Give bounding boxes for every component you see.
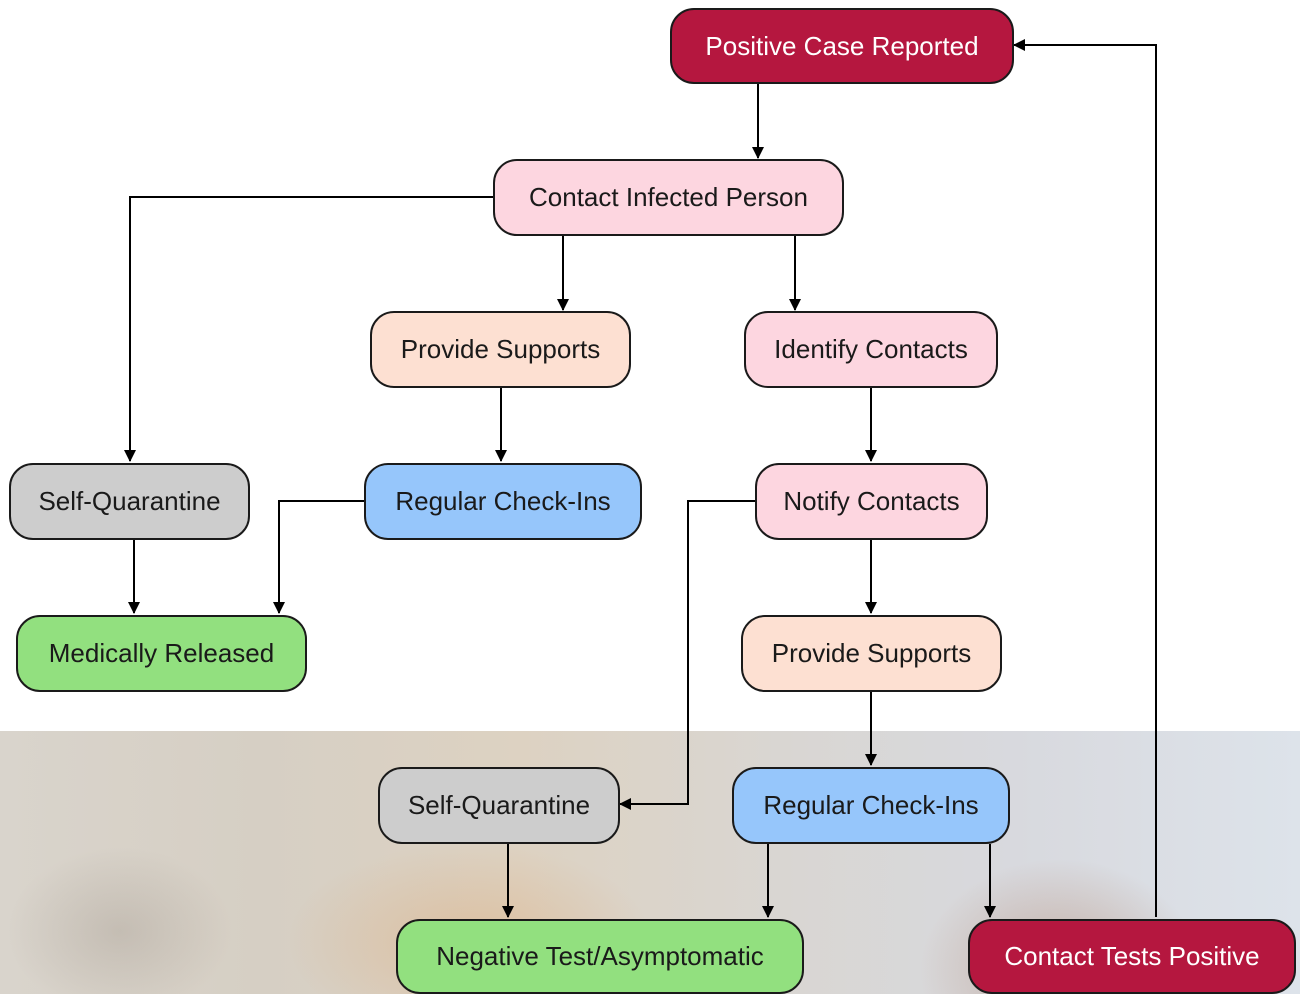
- node-negative-test-asymptomatic: Negative Test/Asymptomatic: [396, 919, 804, 994]
- node-contact-tests-positive: Contact Tests Positive: [968, 919, 1296, 994]
- node-provide-supports-1: Provide Supports: [370, 311, 631, 388]
- edge-contact-to-self-quarantine-1: [124, 196, 493, 462]
- node-regular-check-ins-2: Regular Check-Ins: [732, 767, 1010, 844]
- node-identify-contacts: Identify Contacts: [744, 311, 998, 388]
- node-provide-supports-2: Provide Supports: [741, 615, 1002, 692]
- edge-tests-positive-to-positive-case: [1013, 39, 1157, 917]
- node-medically-released: Medically Released: [16, 615, 307, 692]
- node-notify-contacts: Notify Contacts: [755, 463, 988, 540]
- node-regular-check-ins-1: Regular Check-Ins: [364, 463, 642, 540]
- node-self-quarantine-2: Self-Quarantine: [378, 767, 620, 844]
- node-self-quarantine-1: Self-Quarantine: [9, 463, 250, 540]
- node-contact-infected-person: Contact Infected Person: [493, 159, 844, 236]
- node-positive-case-reported: Positive Case Reported: [670, 8, 1014, 84]
- edge-notify-to-self-quarantine-2: [619, 500, 755, 810]
- edge-checkins-1-to-released: [273, 500, 364, 614]
